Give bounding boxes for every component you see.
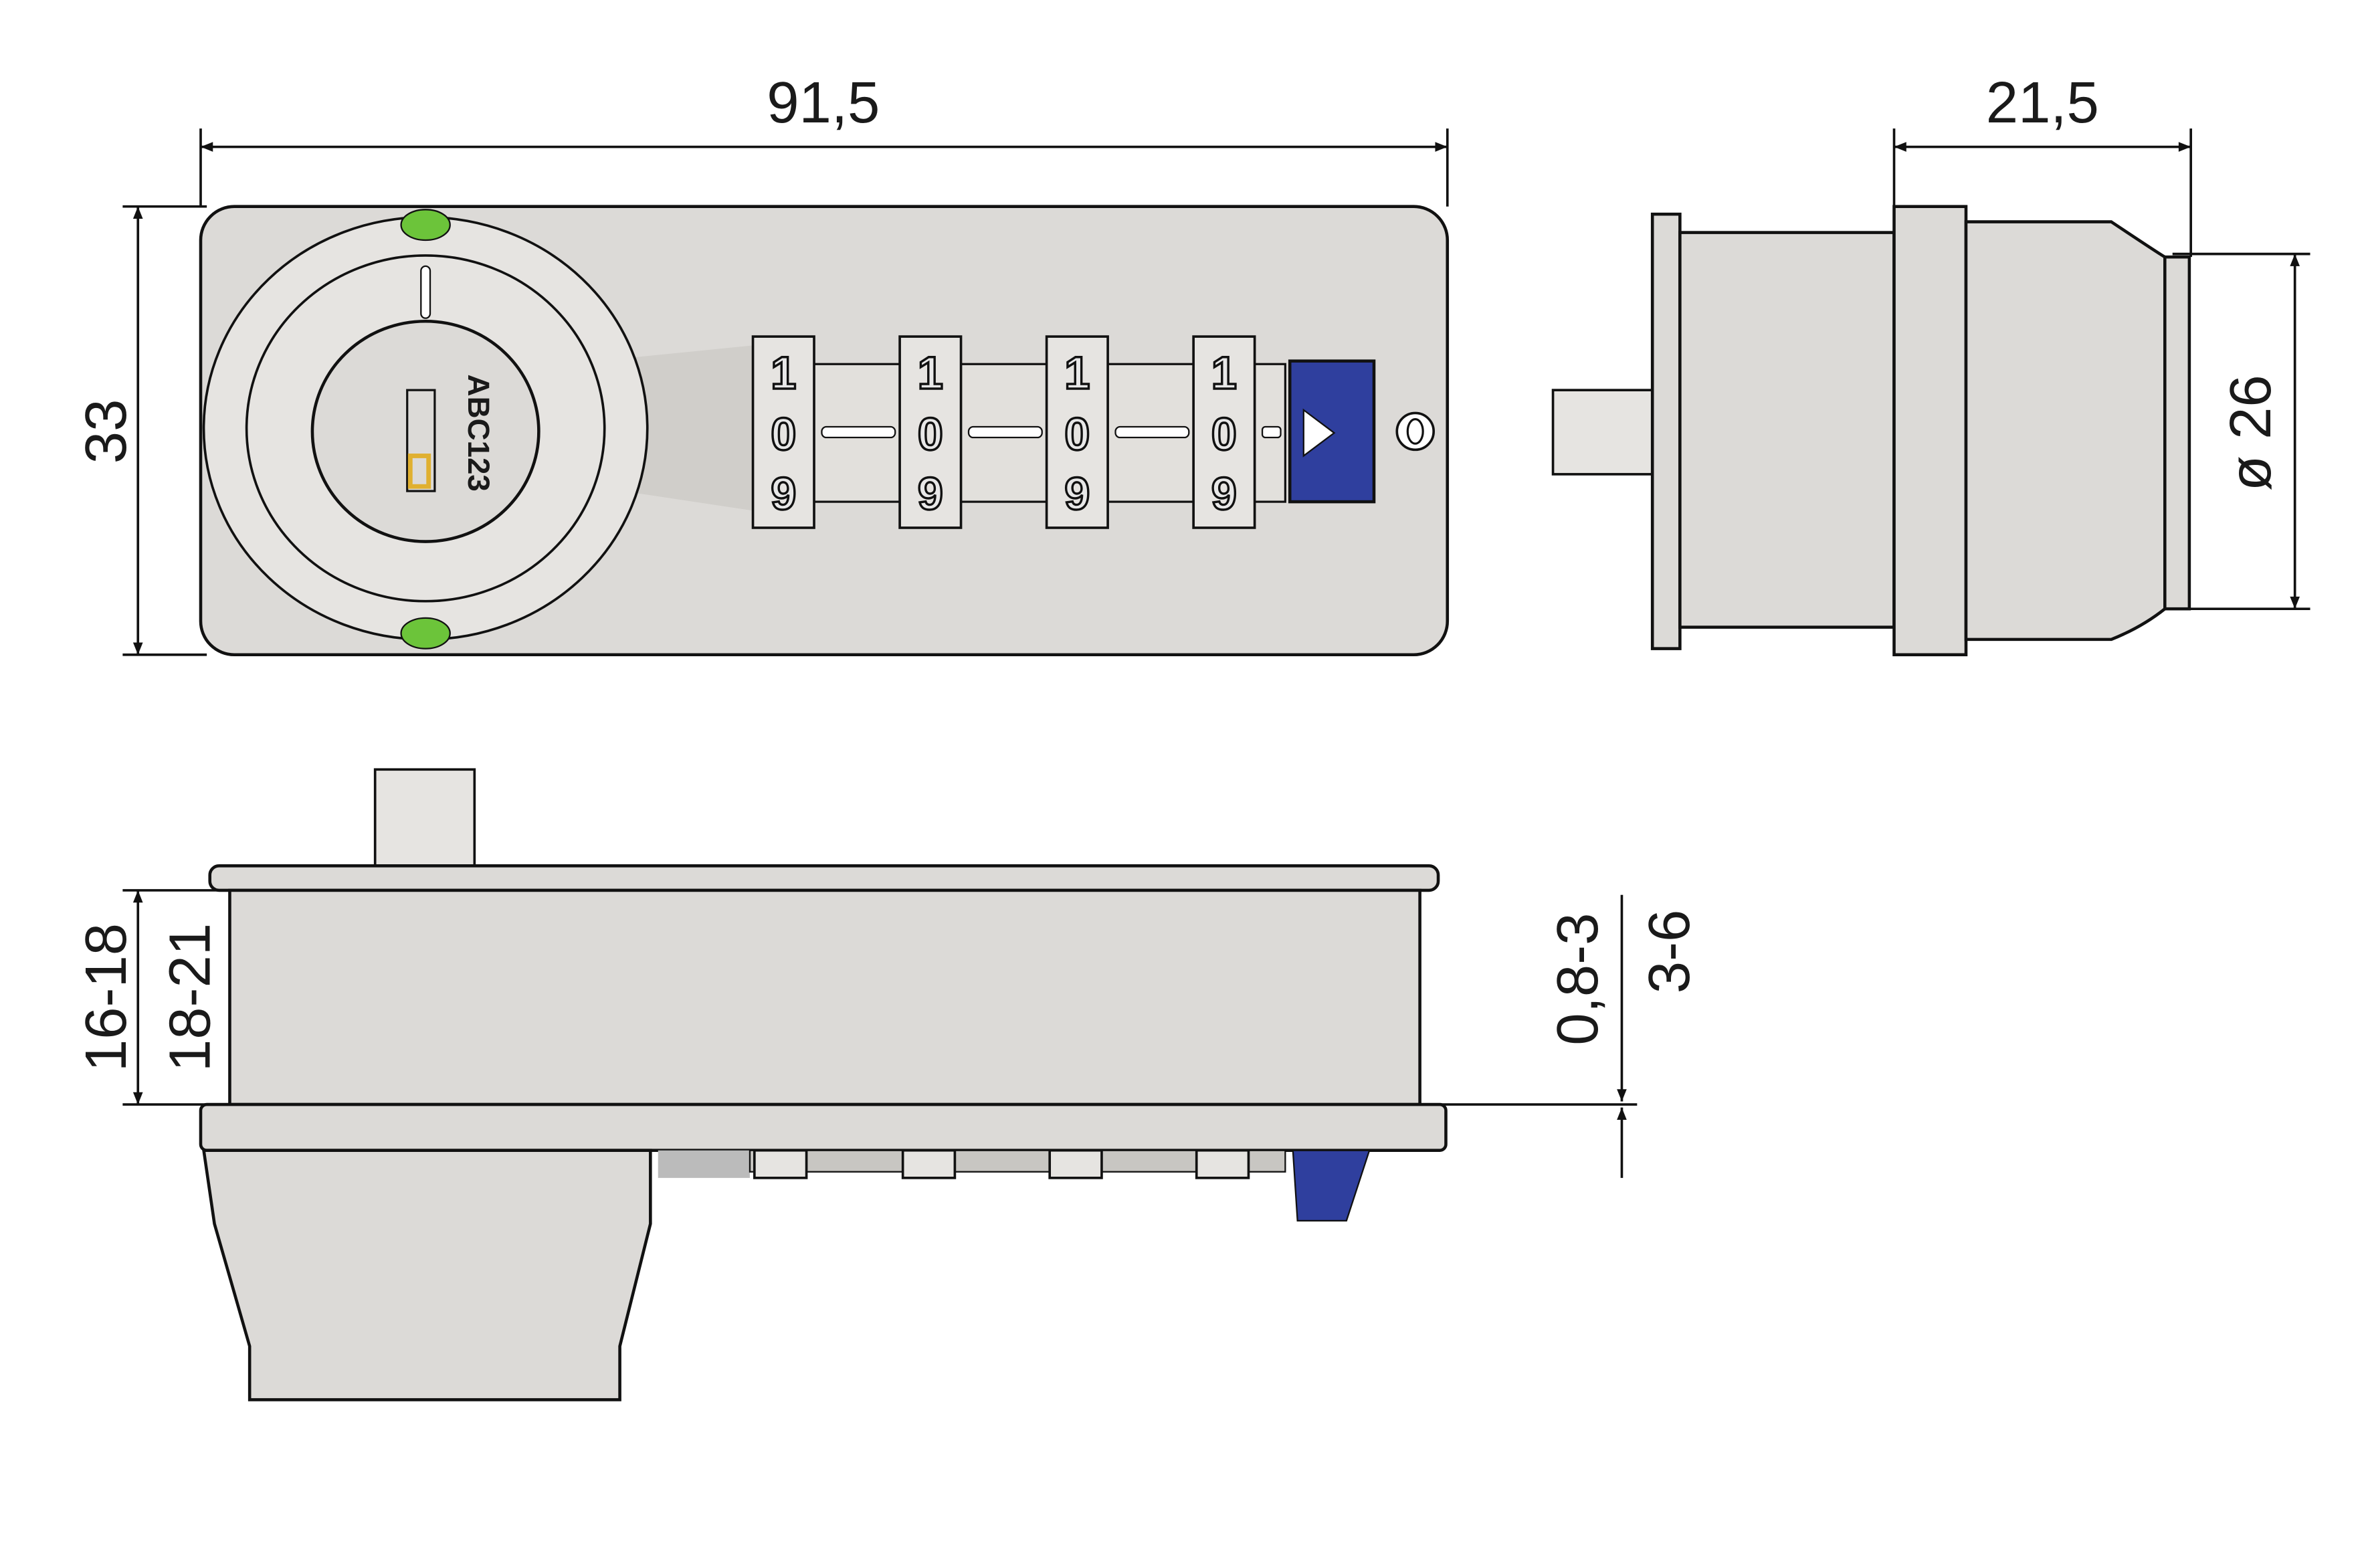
svg-text:0: 0 (771, 408, 796, 460)
height-dimension: 33 (74, 399, 138, 464)
release-button[interactable] (1288, 359, 1376, 504)
width-dimension: 91,5 (767, 70, 880, 135)
svg-text:0: 0 (918, 408, 943, 460)
svg-text:9: 9 (918, 468, 943, 520)
svg-text:0: 0 (1064, 408, 1090, 460)
depth-dimension: 21,5 (1986, 70, 2099, 135)
side-view: 21,5 ø 26 (1551, 70, 2310, 657)
release-lever (1292, 1149, 1371, 1222)
key-cylinder (310, 319, 540, 543)
body-height-dimension-b: 18-21 (158, 923, 223, 1072)
panel-thickness-dimension-b: 3-6 (1637, 910, 1702, 994)
svg-text:1: 1 (1211, 347, 1237, 399)
screw-icon (1395, 411, 1436, 452)
indicator-dot-bottom (400, 617, 451, 650)
wheel-3[interactable]: 1 0 9 (1045, 335, 1109, 529)
svg-text:9: 9 (1211, 468, 1237, 520)
svg-text:9: 9 (1064, 468, 1090, 520)
wheel-1[interactable]: 1 0 9 (751, 335, 815, 529)
indicator-dot-top (400, 209, 451, 241)
svg-text:0: 0 (1211, 408, 1237, 460)
wheel-4[interactable]: 1 0 9 (1192, 335, 1256, 529)
arrow-right-icon (1302, 408, 1336, 458)
svg-text:1: 1 (918, 347, 943, 399)
svg-text:1: 1 (1064, 347, 1090, 399)
combination-wheels: 1 0 9 1 0 9 1 0 9 1 0 9 (751, 335, 1256, 529)
panel-thickness-dimension-a: 0,8-3 (1545, 913, 1610, 1046)
front-view: 91,5 33 ABC123 1 0 9 1 (74, 70, 1450, 657)
bottom-view: 16-18 18-21 0,8-3 3-6 (74, 768, 1702, 1401)
keyhole-icon (406, 389, 436, 492)
cylinder-housing (201, 1149, 652, 1401)
svg-text:1: 1 (771, 347, 796, 399)
svg-text:9: 9 (771, 468, 796, 520)
diameter-dimension: ø 26 (2218, 375, 2283, 491)
wheel-2[interactable]: 1 0 9 (898, 335, 963, 529)
key-code: ABC123 (462, 375, 496, 492)
body-height-dimension-a: 16-18 (74, 923, 138, 1072)
